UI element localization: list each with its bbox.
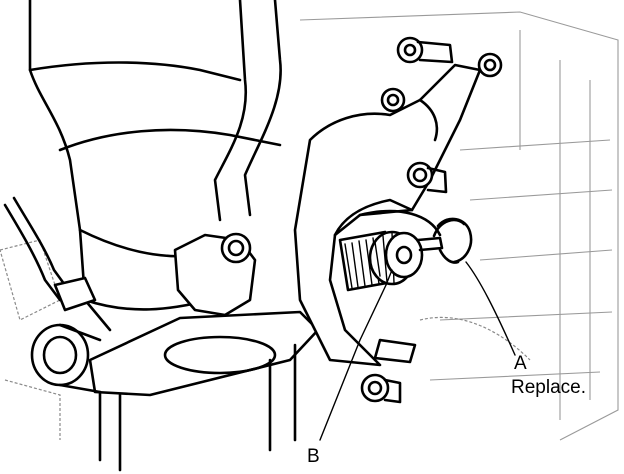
housing-bolt-head xyxy=(220,232,252,264)
leader-line-a xyxy=(465,261,516,356)
engine-block-background xyxy=(0,11,619,441)
bolt-upper xyxy=(380,87,406,113)
callout-a-note: Replace. xyxy=(511,377,586,398)
bracket-arm xyxy=(293,63,482,367)
bolt-top xyxy=(396,36,424,64)
callout-a-letter: A xyxy=(514,353,527,374)
bracket-tab xyxy=(373,338,417,364)
callout-b-letter: B xyxy=(307,446,320,467)
leader-line-b xyxy=(319,284,387,441)
bracket-bolts xyxy=(360,36,503,404)
spline-shaft-assembly xyxy=(338,230,444,292)
leader-lines xyxy=(319,261,516,441)
lower-flange xyxy=(30,310,320,472)
hose-left xyxy=(3,196,97,312)
bolt-middle xyxy=(406,161,434,189)
mount-housing xyxy=(28,0,282,332)
snap-ring xyxy=(432,217,473,264)
bolt-bottom xyxy=(360,373,390,403)
bolt-top-right xyxy=(477,52,503,78)
